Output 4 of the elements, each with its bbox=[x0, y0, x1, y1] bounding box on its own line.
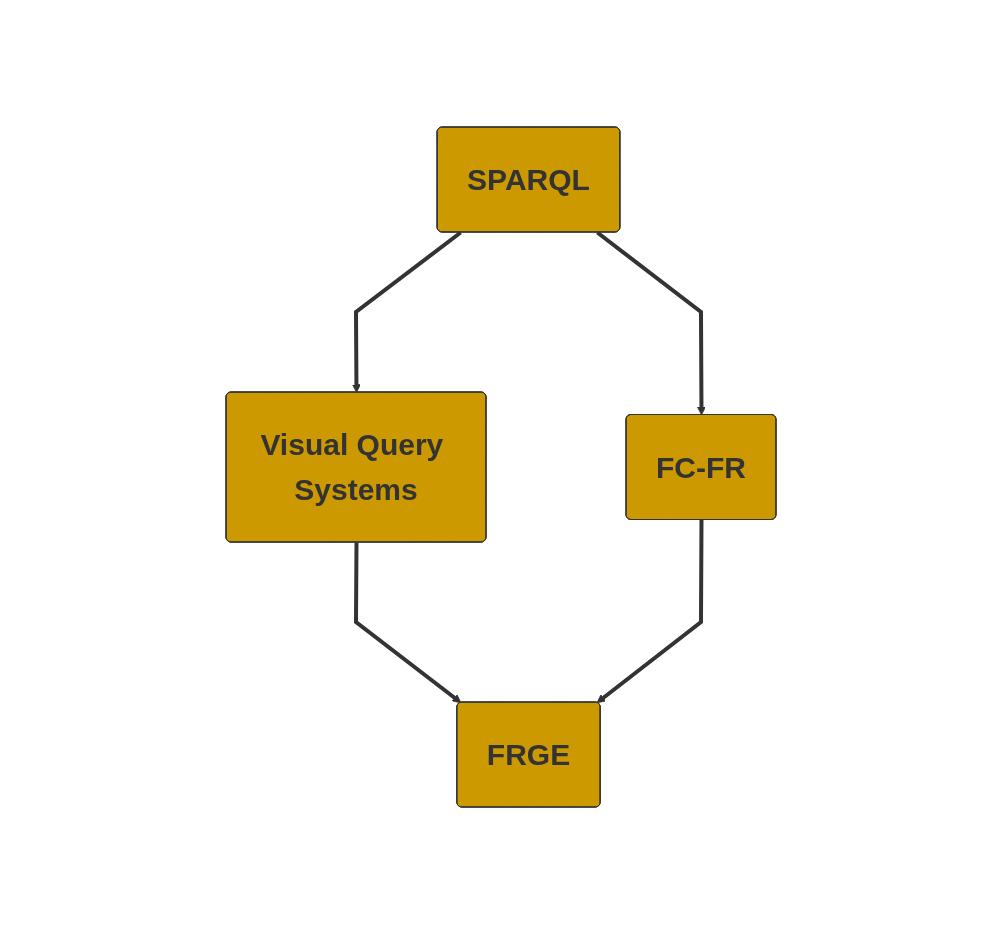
arrow bbox=[596, 519, 703, 703]
arrow bbox=[353, 542, 461, 703]
arrow bbox=[595, 230, 706, 415]
arrow bbox=[351, 230, 462, 393]
